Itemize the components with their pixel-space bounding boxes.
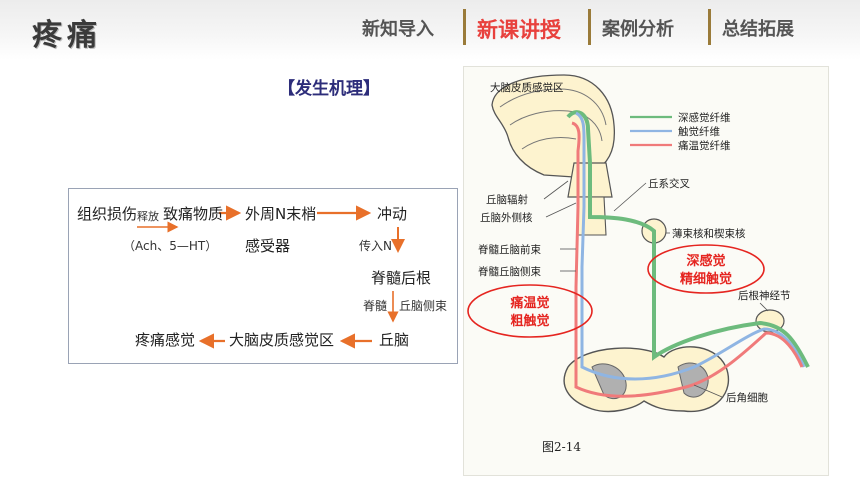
leader-line bbox=[545, 202, 577, 218]
pain-sensation-text: 疼痛感觉 bbox=[135, 331, 196, 349]
tab-case-analysis[interactable]: 案例分析 bbox=[602, 19, 674, 40]
cortex-gyrus bbox=[499, 88, 607, 126]
leader-line bbox=[759, 302, 769, 312]
dorsal-root-ganglion-label: 后根神经节 bbox=[738, 289, 791, 302]
section-title: 【发生机理】 bbox=[278, 79, 380, 99]
sensory-pathway-diagram: 大脑皮质感觉区 丘脑辐射 丘脑外侧核 丘系交叉 薄束核和楔束核 脊髓丘脑前束 脊… bbox=[463, 66, 829, 476]
tissue-damage-text: 组织损伤 bbox=[77, 205, 138, 223]
legend-pain-label: 痛温觉纤维 bbox=[678, 139, 731, 152]
dorsal-root-text: 脊髓后根 bbox=[371, 269, 432, 287]
tab-separator bbox=[708, 9, 711, 45]
thalamus-text: 丘脑 bbox=[379, 331, 410, 349]
cortex-gyrus bbox=[509, 110, 603, 142]
anterior-spinothalamic-label: 脊髓丘脑前束 bbox=[478, 243, 541, 256]
callout-pain-ellipse bbox=[467, 284, 593, 338]
leader-line bbox=[543, 180, 569, 200]
callout-deep-line1: 深感觉 bbox=[686, 253, 725, 269]
legend-touch-label: 触觉纤维 bbox=[678, 125, 720, 138]
tab-separator bbox=[463, 9, 466, 45]
impulse-text: 冲动 bbox=[377, 205, 408, 223]
leader-line bbox=[613, 182, 647, 212]
callout-deep-line2: 精细触觉 bbox=[680, 271, 732, 287]
spinothalamic-text: 丘脑侧束 bbox=[399, 299, 448, 313]
touch-fiber-path bbox=[575, 111, 806, 381]
lateral-spinothalamic-label: 脊髓丘脑侧束 bbox=[478, 265, 541, 278]
nerve-endings-text: 外周N末梢 bbox=[245, 205, 317, 223]
pain-fiber-path bbox=[571, 121, 804, 398]
tab-summary[interactable]: 总结拓展 bbox=[722, 19, 794, 40]
cortex-gyrus bbox=[521, 136, 577, 150]
pain-substance-text: 致痛物质 bbox=[163, 205, 224, 223]
leader-line bbox=[693, 384, 723, 398]
deep-fiber-path bbox=[566, 110, 810, 368]
cortex-label: 大脑皮质感觉区 bbox=[490, 81, 564, 94]
gracile-cuneate-label: 薄束核和楔束核 bbox=[672, 227, 746, 240]
lemniscal-decussation-label: 丘系交叉 bbox=[648, 177, 690, 190]
cortex-text: 大脑皮质感觉区 bbox=[229, 331, 335, 349]
callout-pain-line2: 粗触觉 bbox=[510, 313, 549, 329]
gray-matter-left bbox=[591, 363, 627, 399]
figure-label: 图2-14 bbox=[542, 440, 581, 454]
afferent-text: 传入N bbox=[359, 239, 392, 253]
mechanism-flow-box: 组织损伤 释放 致痛物质 （Ach、5—HT） 外周N末梢 感受器 冲动 传入N… bbox=[68, 188, 458, 364]
callout-deep-ellipse bbox=[647, 244, 765, 294]
thalamic-radiation-label: 丘脑辐射 bbox=[486, 193, 528, 206]
lateral-thalamic-nucleus-label: 丘脑外侧核 bbox=[480, 211, 533, 224]
release-text: 释放 bbox=[137, 210, 159, 223]
header-bar bbox=[0, 0, 860, 60]
posterior-horn-label: 后角细胞 bbox=[726, 391, 768, 404]
tab-separator bbox=[588, 9, 591, 45]
receptor-text: 感受器 bbox=[245, 237, 291, 255]
substances-text: （Ach、5—HT） bbox=[123, 239, 218, 253]
pathway-svg: 大脑皮质感觉区 丘脑辐射 丘脑外侧核 丘系交叉 薄束核和楔束核 脊髓丘脑前束 脊… bbox=[467, 74, 810, 454]
spinal-text: 脊髓 bbox=[363, 299, 388, 313]
legend-deep-label: 深感觉纤维 bbox=[678, 111, 731, 124]
callout-pain-line1: 痛温觉 bbox=[509, 295, 549, 311]
tab-new-lesson[interactable]: 新课讲授 bbox=[477, 18, 561, 42]
flow-arrows bbox=[137, 205, 405, 349]
tab-intro[interactable]: 新知导入 bbox=[362, 19, 434, 40]
page-title: 疼痛 bbox=[32, 18, 102, 53]
